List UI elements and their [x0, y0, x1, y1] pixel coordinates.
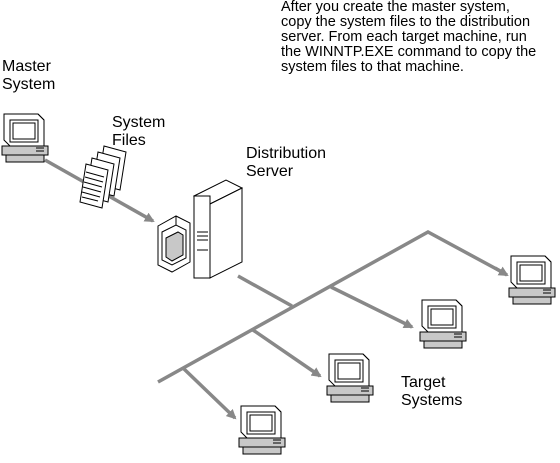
master-system-label: Master System [2, 58, 55, 94]
distribution-server-label: Distribution Server [246, 145, 326, 181]
target-computer-icon-3 [326, 353, 374, 403]
branch-target-3 [252, 328, 322, 378]
targets-label-line-2: Systems [401, 392, 463, 409]
master-computer-icon [1, 113, 49, 163]
caption-line-1: After you create the master system, [281, 0, 510, 15]
target-computer-icon-1 [508, 255, 556, 305]
target-computer-icon-4 [238, 405, 286, 455]
backbone-line [157, 230, 503, 384]
system-files-label: System Files [112, 114, 165, 150]
caption-line-4: the WINNTP.EXE command to copy the [281, 44, 537, 60]
master-label-line-2: System [2, 76, 56, 93]
document-stack-icon [79, 145, 127, 209]
target-systems-label: Target Systems [401, 374, 462, 410]
server-label-line-1: Distribution [246, 145, 327, 162]
caption-line-5: system files to that machine. [281, 59, 464, 75]
master-label-line-1: Master [2, 58, 51, 75]
server-to-backbone-connector [237, 274, 293, 308]
branch-target-2 [330, 285, 414, 329]
target-computer-icon-2 [419, 299, 467, 349]
branch-target-4 [181, 366, 237, 420]
network-lines [44, 158, 509, 420]
caption-line-2: copy the system files to the distributio… [281, 14, 531, 30]
files-label-line-1: System [112, 114, 166, 131]
server-label-line-2: Server [246, 163, 294, 180]
caption-line-3: server. From each target machine, run [281, 29, 527, 45]
instruction-caption: After you create the master system, copy… [281, 0, 560, 75]
files-label-line-2: Files [112, 132, 146, 149]
targets-label-line-1: Target [401, 374, 446, 391]
tower-server-icon [157, 179, 244, 279]
branch-target-1 [494, 266, 509, 277]
